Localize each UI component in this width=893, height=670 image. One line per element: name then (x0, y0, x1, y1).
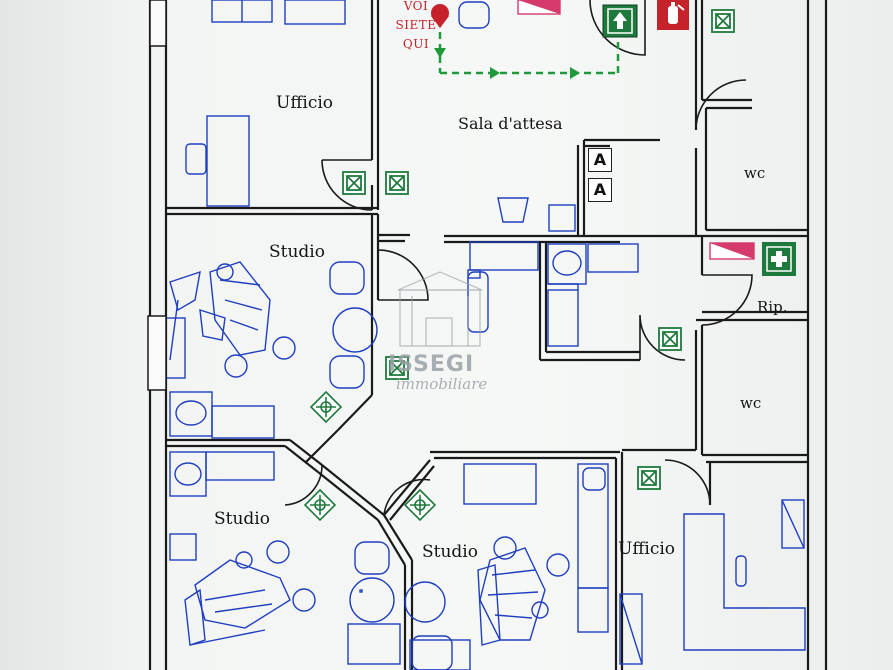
emergency-exit-icon (602, 4, 638, 38)
left-window-markers (147, 0, 167, 391)
you-are-here-label: VOI SIETE QUI (388, 0, 444, 51)
dental-chair-icon (477, 536, 570, 646)
evacuation-route (434, 20, 620, 79)
accessible-sign-a-bottom: A (588, 178, 612, 202)
diamond-marker-icon (309, 390, 343, 424)
furniture (164, 0, 806, 670)
you-are-here-line-2: SIETE (395, 18, 437, 32)
room-label-studio-1: Studio (269, 242, 325, 262)
diamond-marker-icon (303, 488, 337, 522)
room-label-studio-2: Studio (214, 509, 270, 529)
alarm-box-icon (385, 171, 409, 195)
watermark-building-icon (397, 271, 483, 347)
alarm-box-icon (342, 171, 366, 195)
you-are-here-line-3: QUI (402, 37, 430, 51)
dental-chair-icon (184, 540, 316, 646)
accessible-sign-a-top: A (588, 148, 612, 172)
room-label-wc-top: wc (744, 164, 766, 182)
first-aid-icon (762, 242, 796, 276)
diamond-markers (303, 390, 437, 522)
watermark-subtitle: immobiliare (396, 375, 488, 393)
alarm-box-icon (711, 9, 735, 33)
fire-extinguisher-icon (657, 0, 689, 30)
alarm-box-icon (658, 327, 682, 351)
diamond-marker-icon (403, 488, 437, 522)
dental-chair-icon (169, 261, 296, 378)
alarm-boxes (342, 9, 735, 490)
watermark: ISSEGI immobiliare (388, 352, 487, 393)
room-label-studio-3: Studio (422, 542, 478, 562)
room-label-ufficio-top: Ufficio (276, 93, 334, 113)
room-label-rip: Rip. (757, 298, 788, 316)
pink-wall-panels (517, 0, 755, 260)
watermark-brand: ISSEGI (388, 352, 475, 377)
doors (284, 0, 753, 516)
alarm-box-icon (637, 466, 661, 490)
room-label-ufficio-bottom: Ufficio (618, 539, 676, 559)
alarm-box-icon (385, 356, 409, 380)
room-label-wc-mid: wc (740, 394, 762, 412)
you-are-here-marker (431, 4, 449, 28)
room-label-sala-attesa: Sala d'attesa (458, 114, 563, 133)
you-are-here-line-1: VOI (403, 0, 429, 13)
